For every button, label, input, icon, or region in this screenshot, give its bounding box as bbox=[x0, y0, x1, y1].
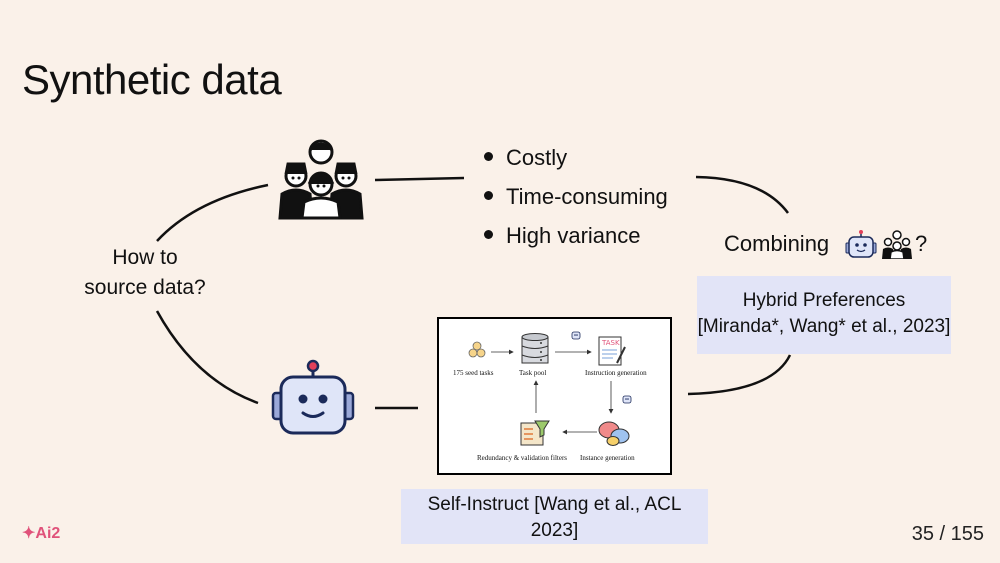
filters-label: Redundancy & validation filters bbox=[477, 454, 568, 462]
bullet-time-consuming: Time-consuming bbox=[482, 181, 668, 220]
slide-title: Synthetic data bbox=[22, 56, 282, 103]
bullet-costly: Costly bbox=[482, 142, 668, 181]
filter-icon bbox=[520, 420, 550, 446]
curve-bullets-to-combining bbox=[695, 175, 790, 214]
task-icon-text: TASK bbox=[601, 339, 620, 347]
seed-tasks-label: 175 seed tasks bbox=[453, 369, 494, 377]
tiny-robot-icon-2 bbox=[622, 395, 632, 404]
tiny-robot-icon bbox=[571, 331, 581, 340]
question-line-1: How to bbox=[112, 246, 178, 269]
question-label: How to source data? bbox=[60, 243, 230, 303]
selfinstruct-citation-line-1: Self-Instruct [Wang et al., ACL bbox=[427, 494, 682, 515]
curve-question-to-people bbox=[156, 183, 269, 242]
self-instruct-pipeline-figure: 175 seed tasks Task pool TASK Instructio… bbox=[437, 317, 672, 475]
hybrid-citation-line-2: [Miranda*, Wang* et al., 2023] bbox=[697, 316, 951, 337]
drawbacks-list: Costly Time-consuming High variance bbox=[482, 142, 668, 259]
instruction-generation-label: Instruction generation bbox=[585, 369, 647, 377]
self-instruct-citation: Self-Instruct [Wang et al., ACL 2023] bbox=[401, 489, 708, 544]
seed-tasks-icon bbox=[468, 341, 486, 358]
small-robot-icon bbox=[845, 230, 877, 258]
combining-question-mark: ? bbox=[915, 231, 928, 256]
hybrid-citation-line-1: Hybrid Preferences bbox=[742, 290, 906, 311]
database-icon bbox=[521, 333, 549, 364]
curve-figure-to-hybrid bbox=[687, 354, 792, 396]
hybrid-preferences-citation: Hybrid Preferences [Miranda*, Wang* et a… bbox=[697, 276, 951, 354]
question-line-2: source data? bbox=[84, 276, 206, 299]
ai2-logo-mark-icon: ✦ bbox=[22, 525, 36, 542]
instance-generation-label: Instance generation bbox=[580, 454, 635, 462]
robot-icon bbox=[271, 359, 355, 435]
chat-bubbles-icon bbox=[598, 421, 630, 446]
small-people-icon bbox=[882, 230, 912, 259]
task-pool-label: Task pool bbox=[519, 369, 547, 377]
bullet-high-variance: High variance bbox=[482, 220, 668, 259]
ai2-logo-text: Ai2 bbox=[35, 525, 61, 542]
task-document-icon: TASK bbox=[598, 336, 626, 366]
ai2-logo: ✦Ai2 bbox=[22, 523, 60, 543]
pipeline-arrows bbox=[491, 349, 614, 435]
combining-label: Combining bbox=[724, 231, 830, 256]
page-number: 35 / 155 bbox=[911, 523, 984, 545]
line-people-to-bullets bbox=[374, 176, 465, 182]
people-group-icon bbox=[278, 139, 364, 220]
selfinstruct-citation-line-2: 2023] bbox=[530, 520, 579, 541]
curve-question-to-robot bbox=[155, 310, 259, 405]
